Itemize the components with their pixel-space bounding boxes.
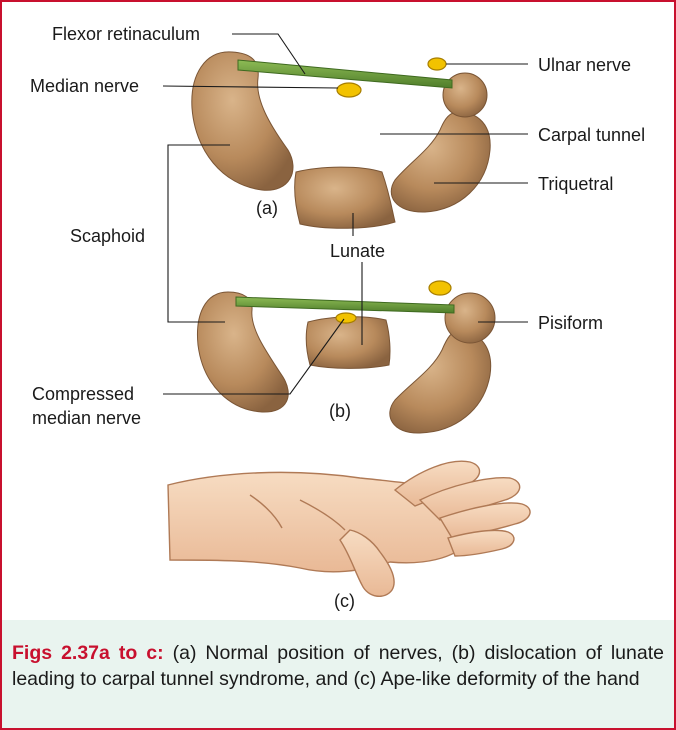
label-panel-c: (c) xyxy=(334,591,355,611)
ulnar-nerve-b xyxy=(429,281,451,295)
label-lunate: Lunate xyxy=(330,241,385,261)
ulnar-nerve-a xyxy=(428,58,446,70)
triquetral-bone-b xyxy=(390,330,491,433)
flexor-retinaculum-b xyxy=(236,297,454,313)
lunate-bone-b xyxy=(306,317,390,369)
triquetral-bone-a xyxy=(391,112,490,212)
figure-caption: Figs 2.37a to c: (a) Normal position of … xyxy=(12,640,664,692)
label-compressed-median-nerve-line2: median nerve xyxy=(32,408,141,428)
compressed-median-nerve-b xyxy=(336,313,356,323)
label-panel-a: (a) xyxy=(256,198,278,218)
label-compressed-median-nerve-line1: Compressed xyxy=(32,384,134,404)
label-panel-b: (b) xyxy=(329,401,351,421)
median-nerve-a xyxy=(337,83,361,97)
label-scaphoid: Scaphoid xyxy=(70,226,145,246)
pisiform-bone-b xyxy=(445,293,495,343)
label-median-nerve: Median nerve xyxy=(30,76,139,96)
label-carpal-tunnel: Carpal tunnel xyxy=(538,125,645,145)
lunate-bone-a xyxy=(295,167,395,228)
label-pisiform: Pisiform xyxy=(538,313,603,333)
label-flexor-retinaculum: Flexor retinaculum xyxy=(52,24,200,44)
panel-a-illustration xyxy=(192,52,490,228)
caption-title: Figs 2.37a to c: xyxy=(12,642,164,664)
label-triquetral: Triquetral xyxy=(538,174,613,194)
label-ulnar-nerve: Ulnar nerve xyxy=(538,55,631,75)
panel-c-hand-illustration xyxy=(168,461,530,596)
anatomy-figure: Flexor retinaculum Median nerve Ulnar ne… xyxy=(0,0,676,625)
